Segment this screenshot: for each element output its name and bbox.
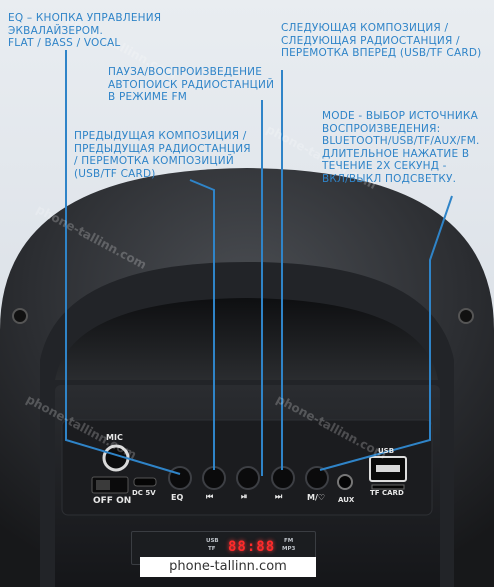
usb-label: USB [378,447,395,455]
annotation-mode: MODE - Выбор источника воспроизведения: … [322,110,480,185]
handle-cavity [55,298,438,380]
aux-label: AUX [338,496,355,504]
callout-lines [65,50,453,476]
dc-port [133,477,157,487]
annotation-eq: EQ – Кнопка управления эквалайзером. FLA… [8,12,162,49]
mode-button-shape [305,466,329,490]
tf-card-label: TF CARD [370,489,404,497]
display-fm-tag: FM [284,538,294,544]
eq-button-shape [168,466,192,490]
display-tf-tag: TF [208,546,216,552]
display-usb-tag: USB [206,538,219,544]
mic-label: MIC [106,433,123,442]
mode-button-label: M/♡ [307,493,326,502]
display-digits: 88:88 [228,539,276,555]
annotation-play-pause: Пауза/Воспроизведение Автопоиск радиоста… [108,66,275,103]
play-button-shape [236,466,260,490]
play-pause-icon: ⏯ [241,492,248,501]
annotation-previous: Предыдущая композиция / Предыдущая радио… [74,130,251,180]
tf-slot [371,484,405,490]
aux-jack [337,474,353,490]
prev-button-shape [202,466,226,490]
annotation-next: Следующая композиция / Следующая радиост… [281,22,482,59]
footer-watermark: phone-tallinn.com [140,557,316,577]
prev-icon: ⏮ [206,492,214,501]
power-switch-label: OFF ON [93,496,132,506]
next-icon: ⏭ [275,492,283,501]
eq-button-label: EQ [171,493,184,502]
next-button-shape [271,466,295,490]
dc-label: DC 5V [132,489,156,497]
display-mp3-tag: MP3 [282,546,296,552]
